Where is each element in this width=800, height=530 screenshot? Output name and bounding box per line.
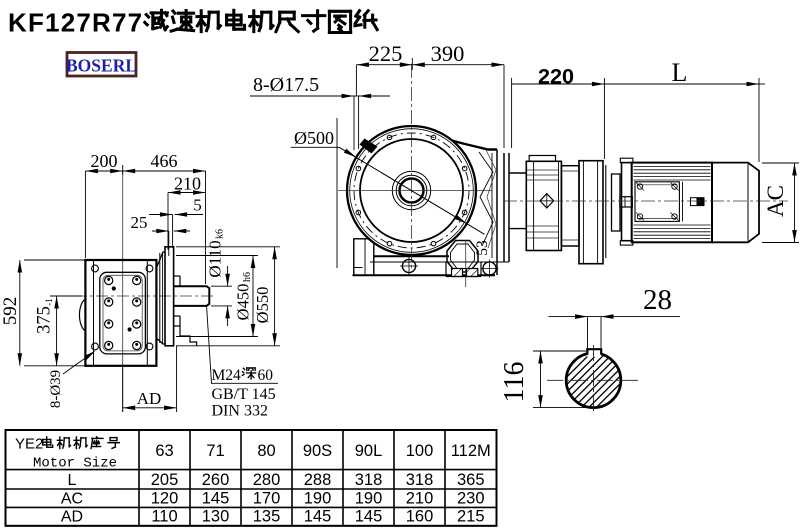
svg-text:260: 260 bbox=[202, 471, 230, 489]
svg-text:90L: 90L bbox=[355, 442, 383, 460]
svg-text:110: 110 bbox=[151, 508, 177, 526]
svg-text:145: 145 bbox=[304, 508, 332, 526]
svg-text:318: 318 bbox=[355, 471, 383, 489]
svg-text:AC: AC bbox=[763, 185, 788, 217]
svg-text:230: 230 bbox=[457, 489, 485, 507]
svg-text:215: 215 bbox=[457, 508, 485, 526]
svg-text:100: 100 bbox=[406, 442, 434, 460]
svg-text:-1: -1 bbox=[44, 298, 54, 306]
svg-text:71: 71 bbox=[206, 442, 224, 460]
svg-text:466: 466 bbox=[151, 151, 178, 171]
svg-text:280: 280 bbox=[253, 471, 281, 489]
svg-text:GB/T 145: GB/T 145 bbox=[212, 386, 276, 403]
svg-text:8-Ø39: 8-Ø39 bbox=[48, 370, 64, 408]
svg-text:220: 220 bbox=[538, 64, 574, 89]
svg-text:592: 592 bbox=[0, 297, 21, 326]
svg-text:M24: M24 bbox=[212, 367, 242, 384]
svg-text:25: 25 bbox=[131, 213, 148, 232]
svg-text:190: 190 bbox=[355, 489, 383, 507]
svg-text:210: 210 bbox=[174, 174, 201, 194]
svg-text:28: 28 bbox=[643, 284, 672, 316]
svg-text:318: 318 bbox=[406, 471, 434, 489]
svg-text:Ø500: Ø500 bbox=[294, 128, 334, 148]
svg-text:116: 116 bbox=[499, 362, 530, 403]
svg-text:L: L bbox=[68, 472, 77, 489]
svg-text:AD: AD bbox=[61, 509, 83, 526]
svg-text:DIN 332: DIN 332 bbox=[212, 403, 268, 420]
svg-text:k6: k6 bbox=[215, 229, 226, 239]
svg-text:AD: AD bbox=[137, 389, 162, 408]
svg-text:63: 63 bbox=[155, 442, 173, 460]
svg-text:225: 225 bbox=[369, 41, 403, 66]
svg-text:Motor Size: Motor Size bbox=[33, 455, 117, 471]
svg-text:L: L bbox=[672, 58, 688, 87]
svg-text:145: 145 bbox=[202, 489, 230, 507]
svg-text:80: 80 bbox=[257, 442, 275, 460]
svg-text:160: 160 bbox=[406, 508, 434, 526]
svg-text:KF127R77: KF127R77 bbox=[8, 7, 143, 37]
svg-text:288: 288 bbox=[304, 471, 332, 489]
svg-text:YE2: YE2 bbox=[15, 436, 43, 453]
svg-text:Ø450: Ø450 bbox=[234, 284, 253, 321]
svg-text:112M: 112M bbox=[451, 442, 491, 460]
svg-text:h6: h6 bbox=[242, 272, 253, 282]
svg-text:AC: AC bbox=[61, 490, 83, 507]
svg-text:210: 210 bbox=[406, 489, 434, 507]
svg-text:135: 135 bbox=[253, 508, 281, 526]
svg-text:170: 170 bbox=[253, 489, 281, 507]
svg-text:Ø550: Ø550 bbox=[253, 287, 272, 324]
svg-text:53: 53 bbox=[474, 240, 491, 256]
svg-text:200: 200 bbox=[91, 151, 118, 171]
svg-text:375: 375 bbox=[35, 306, 55, 334]
svg-text:60: 60 bbox=[258, 367, 274, 384]
svg-text:390: 390 bbox=[431, 41, 465, 66]
svg-text:365: 365 bbox=[457, 471, 485, 489]
svg-text:205: 205 bbox=[151, 471, 179, 489]
svg-text:8-Ø17.5: 8-Ø17.5 bbox=[253, 74, 319, 96]
svg-text:190: 190 bbox=[304, 489, 332, 507]
svg-text:145: 145 bbox=[355, 508, 383, 526]
svg-text:BOSERL: BOSERL bbox=[66, 55, 137, 75]
svg-text:130: 130 bbox=[202, 508, 230, 526]
svg-text:Ø110: Ø110 bbox=[206, 240, 225, 277]
svg-text:5: 5 bbox=[193, 196, 202, 215]
svg-text:90S: 90S bbox=[303, 442, 332, 460]
svg-text:120: 120 bbox=[151, 489, 179, 507]
